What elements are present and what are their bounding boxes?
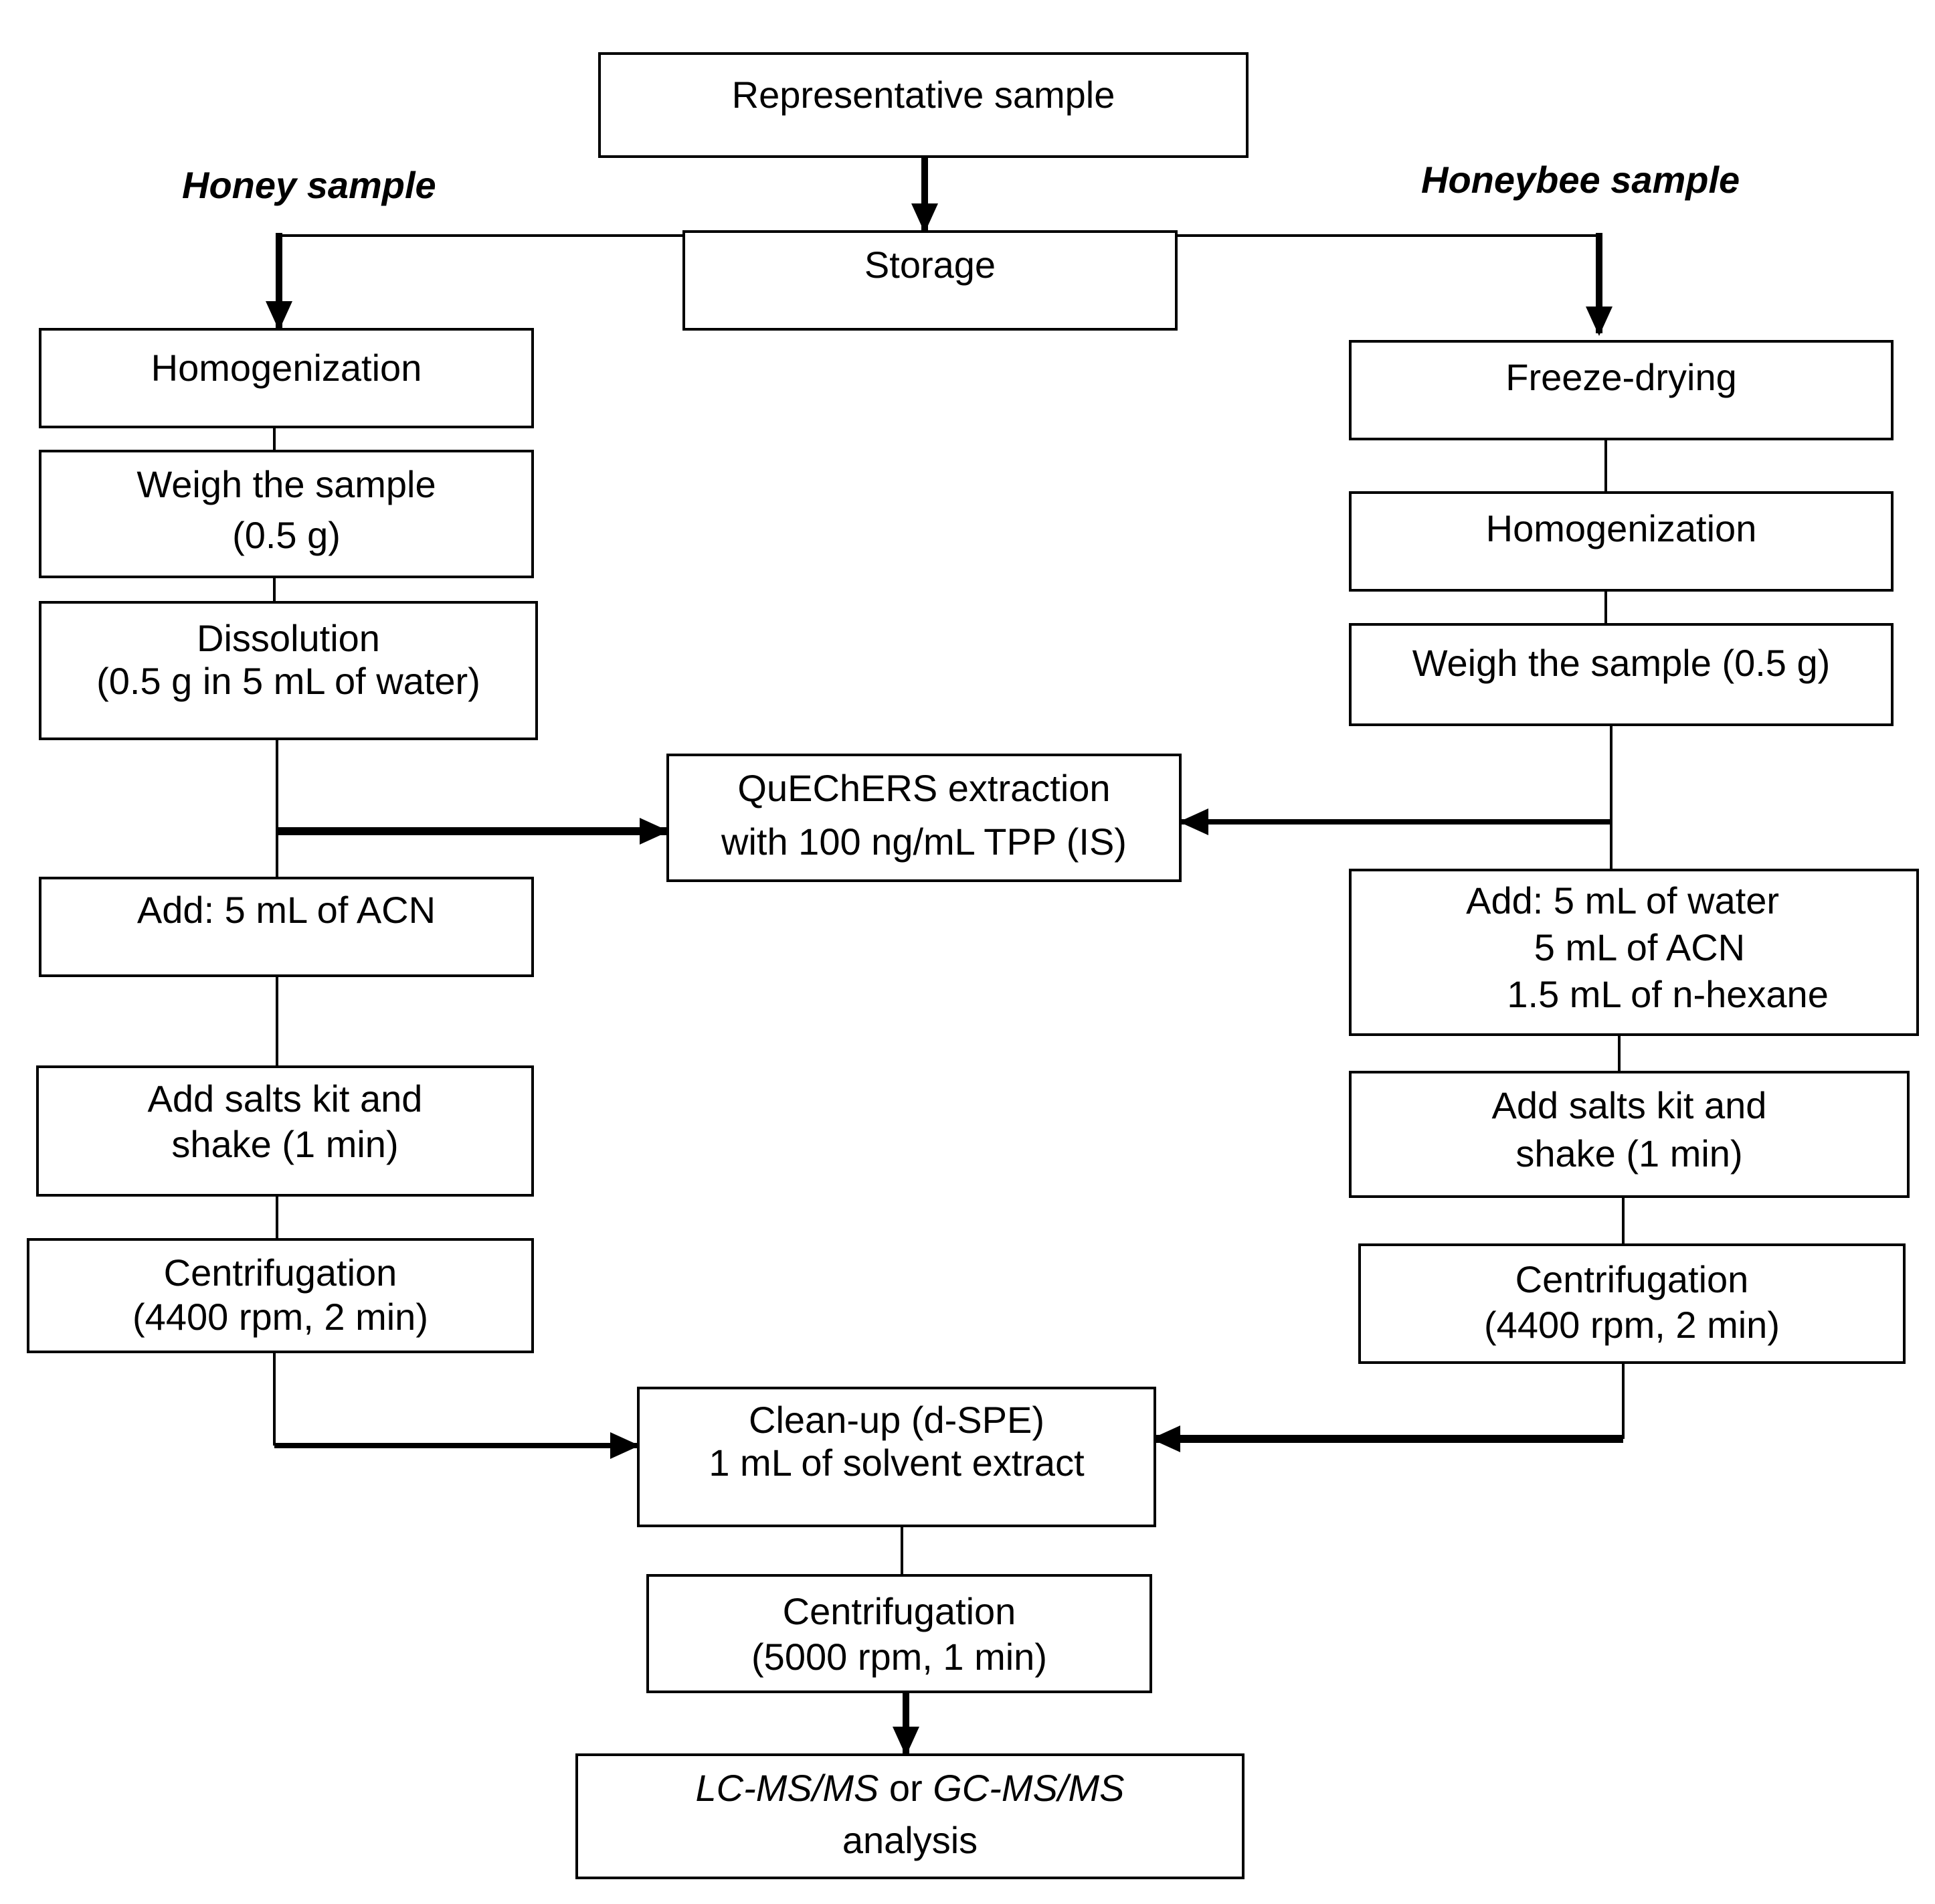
honeybee-freeze-drying-box: Freeze-drying [1349, 340, 1894, 440]
honeybee-freeze-drying-text: Freeze-drying [1505, 356, 1737, 398]
cleanup-line2: 1 mL of solvent extract [709, 1442, 1085, 1484]
analysis-box: LC-MS/MS or GC-MS/MS analysis [575, 1753, 1245, 1879]
honey-centrifugation-line1: Centrifugation [163, 1251, 397, 1294]
analysis-line2: analysis [842, 1819, 978, 1861]
honey-add-acn-text: Add: 5 mL of ACN [136, 889, 436, 931]
honey-centrifugation-line2: (4400 rpm, 2 min) [132, 1296, 428, 1338]
honeybee-homogenization-box: Homogenization [1349, 491, 1894, 592]
honey-salts-line1: Add salts kit and [147, 1077, 423, 1120]
quechers-line1: QuEChERS extraction [737, 767, 1111, 809]
honey-centrifugation-box: Centrifugation (4400 rpm, 2 min) [27, 1238, 534, 1353]
cleanup-dspe-box: Clean-up (d-SPE) 1 mL of solvent extract [637, 1387, 1156, 1527]
honeybee-salts-box: Add salts kit and shake (1 min) [1349, 1071, 1910, 1198]
honeybee-add-box: Add: 5 mL of water 5 mL of ACN 1.5 mL of… [1349, 869, 1919, 1036]
lc-msms-text: LC-MS/MS [695, 1767, 879, 1809]
honeybee-add-line3: 1.5 mL of n-hexane [1507, 973, 1829, 1015]
honey-weigh-box: Weigh the sample (0.5 g) [39, 450, 534, 578]
honey-salts-box: Add salts kit and shake (1 min) [36, 1065, 534, 1197]
honeybee-add-line1: Add: 5 mL of water [1466, 879, 1780, 922]
analysis-line1: LC-MS/MS or GC-MS/MS [578, 1767, 1242, 1810]
honeybee-centrifugation-box: Centrifugation (4400 rpm, 2 min) [1358, 1243, 1906, 1364]
cleanup-line1: Clean-up (d-SPE) [749, 1399, 1044, 1441]
honeybee-centrifugation-line2: (4400 rpm, 2 min) [1484, 1304, 1780, 1346]
honeybee-weigh-text: Weigh the sample (0.5 g) [1412, 642, 1831, 684]
gc-msms-text: GC-MS/MS [933, 1767, 1125, 1809]
or-text: or [879, 1767, 933, 1809]
final-centrifugation-line2: (5000 rpm, 1 min) [751, 1636, 1047, 1678]
honeybee-salts-line2: shake (1 min) [1515, 1132, 1743, 1175]
final-centrifugation-box: Centrifugation (5000 rpm, 1 min) [646, 1574, 1152, 1693]
quechers-line2: with 100 ng/mL TPP (IS) [721, 820, 1127, 863]
honey-weigh-line2: (0.5 g) [232, 514, 341, 556]
honeybee-sample-label: Honeybee sample [1421, 159, 1740, 201]
honey-homogenization-text: Homogenization [151, 347, 422, 389]
final-centrifugation-line1: Centrifugation [782, 1590, 1016, 1632]
honeybee-weigh-box: Weigh the sample (0.5 g) [1349, 623, 1894, 726]
honey-homogenization-box: Homogenization [39, 328, 534, 428]
storage-box: Storage [682, 230, 1178, 331]
honey-add-acn-box: Add: 5 mL of ACN [39, 877, 534, 977]
honey-dissolution-box: Dissolution (0.5 g in 5 mL of water) [39, 601, 538, 740]
honeybee-homogenization-text: Homogenization [1485, 507, 1757, 549]
representative-sample-box: Representative sample [598, 52, 1249, 158]
honeybee-centrifugation-line1: Centrifugation [1515, 1258, 1749, 1300]
honey-dissolution-line2: (0.5 g in 5 mL of water) [96, 660, 480, 702]
honey-dissolution-line1: Dissolution [197, 617, 380, 659]
storage-text: Storage [864, 244, 996, 286]
representative-sample-text: Representative sample [731, 74, 1115, 116]
honey-sample-label: Honey sample [182, 164, 436, 206]
quechers-extraction-box: QuEChERS extraction with 100 ng/mL TPP (… [666, 754, 1182, 882]
honeybee-salts-line1: Add salts kit and [1491, 1084, 1767, 1126]
honey-weigh-line1: Weigh the sample [136, 463, 436, 505]
honey-salts-line2: shake (1 min) [171, 1123, 399, 1165]
honeybee-add-line2: 5 mL of ACN [1534, 926, 1746, 968]
